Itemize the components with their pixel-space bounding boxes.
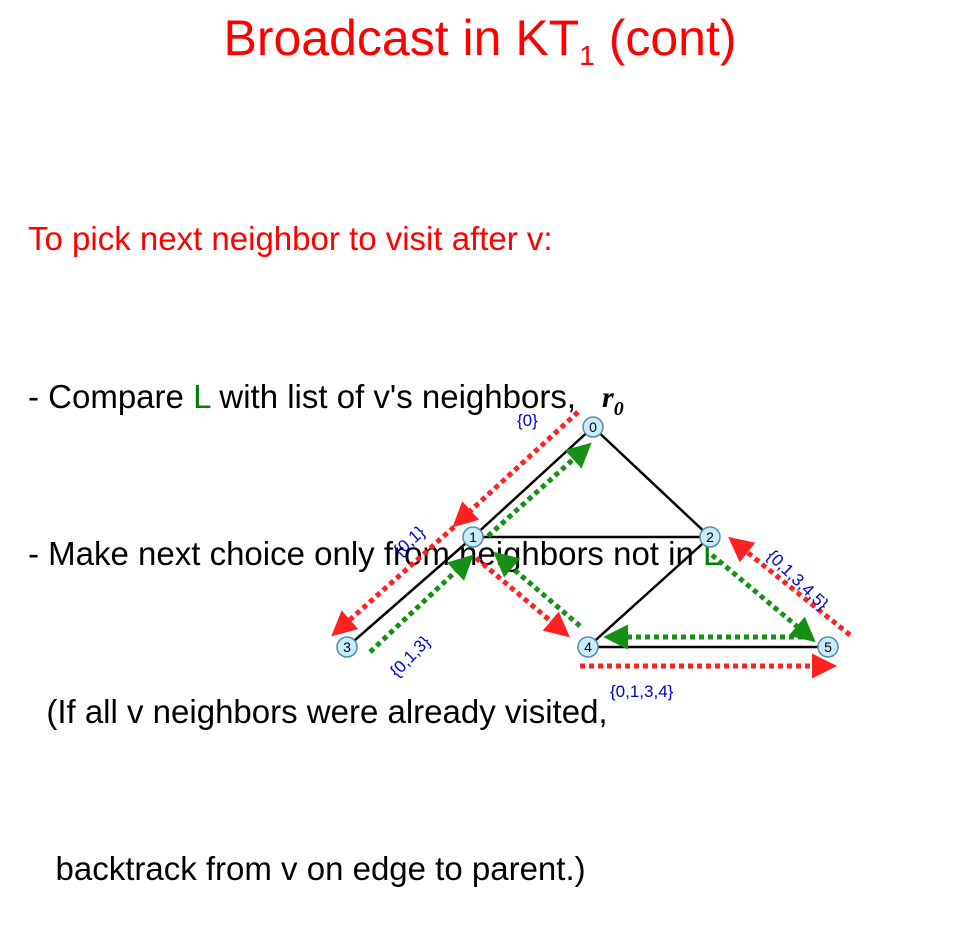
set-label-0: {0}: [517, 411, 538, 430]
edge-2-4: [587, 536, 711, 648]
set-label-013: {0,1,3}: [386, 632, 434, 681]
node-5-label: 5: [824, 639, 832, 655]
node-0-label: 0: [589, 419, 597, 435]
root-label-subscript: 0: [614, 398, 624, 420]
body-line-1: To pick next neighbor to visit after v:: [28, 220, 553, 257]
root-label-letter: r: [602, 381, 614, 414]
forward-arrow-1-to-4: [474, 556, 570, 638]
body-line-2: - Compare L with list of v's neighbors,: [28, 371, 721, 424]
node-0: 0: [582, 416, 604, 438]
backtrack-arrow-1-to-0: [486, 442, 592, 538]
node-3-label: 3: [343, 639, 351, 655]
edge-0-2: [592, 426, 711, 538]
set-label-01345: {0,1,3,4,5}: [763, 546, 832, 614]
graph-nodes: 0 1 2 3 4 5: [336, 416, 839, 658]
node-3: 3: [336, 636, 358, 658]
edge-1-3: [346, 536, 474, 648]
title-main: Broadcast in KT: [223, 10, 580, 66]
backtrack-arrow-4-to-1: [493, 551, 582, 628]
set-label-01: {0,1}: [390, 522, 429, 560]
node-4-label: 4: [584, 639, 592, 655]
forward-arrows: [331, 410, 852, 679]
title-tail: (cont): [594, 10, 737, 66]
node-2-label: 2: [706, 529, 714, 545]
backtrack-arrow-2-to-5: [710, 553, 816, 643]
forward-arrow-0-to-1: [452, 410, 580, 528]
body-line-2-end: with list of v's neighbors,: [210, 377, 576, 415]
node-1: 1: [462, 526, 484, 548]
body-line-3-start: - Make next choice only from neighbors n…: [28, 535, 704, 572]
edge-0-1: [472, 426, 594, 538]
body-line-2-start: - Compare: [28, 377, 194, 415]
set-label-0134: {0,1,3,4}: [610, 682, 674, 701]
node-5: 5: [817, 636, 839, 658]
root-label: r0: [602, 381, 624, 420]
forward-arrow-5-to-2: [728, 536, 852, 637]
node-1-label: 1: [469, 529, 477, 545]
backtrack-arrows: [368, 442, 816, 654]
node-4: 4: [577, 636, 599, 658]
list-L-term: L: [193, 377, 211, 415]
slide-title: Broadcast in KT1 (cont): [0, 6, 960, 88]
node-2: 2: [699, 526, 721, 548]
backtrack-arrow-3-to-1: [368, 554, 474, 654]
title-subscript: 1: [579, 40, 595, 71]
body-line-5: backtrack from v on edge to parent.): [28, 850, 586, 887]
graph-diagram: 0 1 2 3 4 5 r0 {0} {0,1} {0,1,3} {0,1,3,…: [331, 381, 852, 701]
